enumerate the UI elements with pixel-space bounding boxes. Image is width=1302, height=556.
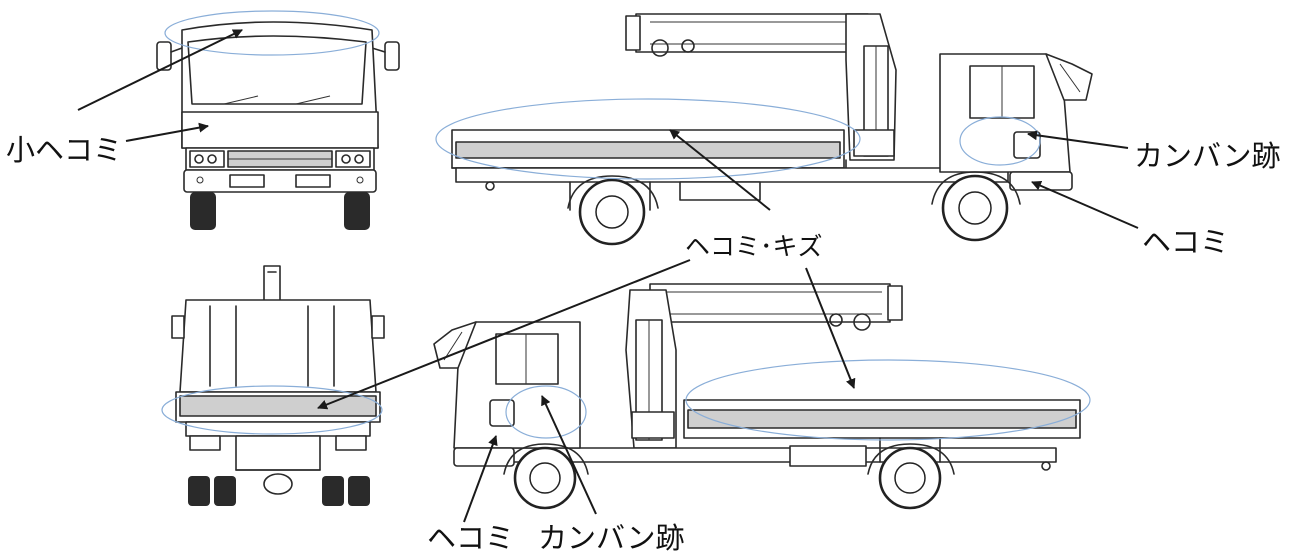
label-small-dent: 小ヘコミ (6, 133, 122, 167)
label-dent-right: ヘコミ (1142, 225, 1229, 259)
label-sign-mark-right: カンバン跡 (1134, 139, 1280, 173)
arrow-dent-right (1031, 180, 1139, 229)
arrow-sign-mark-right (1027, 130, 1129, 149)
truck-rear-view (161, 265, 385, 506)
truck-side-view-right (435, 13, 1093, 246)
callout-arrows (77, 29, 1139, 523)
arrow-small-dent-upper (77, 29, 243, 111)
arrow-scratch-rear (317, 259, 691, 410)
truck-front-view (156, 10, 400, 230)
truck-side-view-left (433, 283, 1091, 510)
arrow-small-dent-lower (125, 122, 209, 142)
label-sign-mark-bottom: カンバン跡 (538, 521, 684, 555)
arrow-scratch-top (669, 129, 771, 211)
arrow-scratch-bottom (805, 267, 856, 389)
arrow-dent-bottom (463, 435, 498, 523)
arrow-sign-mark-bottom (541, 395, 597, 515)
label-dent-scratch: ヘコミ･キズ (685, 232, 823, 261)
label-dent-bottom: ヘコミ (427, 521, 514, 555)
